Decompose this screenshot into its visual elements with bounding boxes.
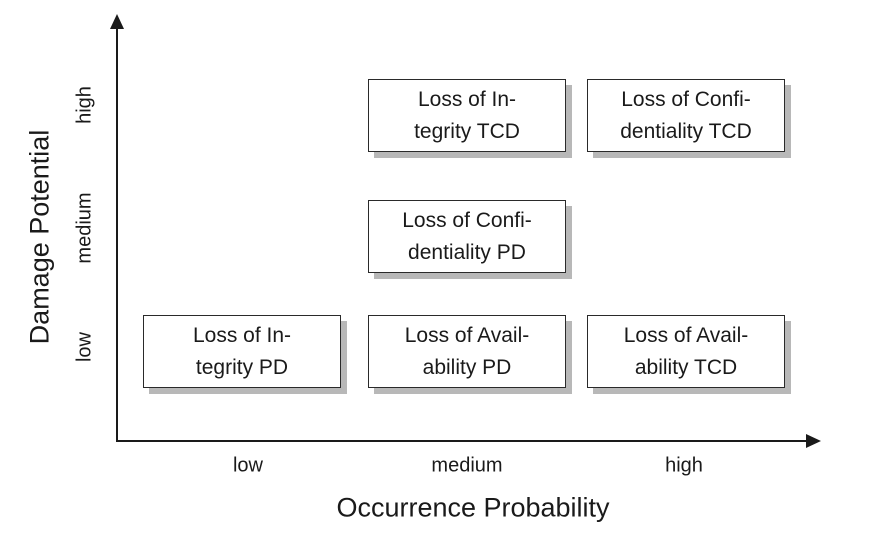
x-axis-arrow-icon xyxy=(806,434,821,448)
x-tick-medium: medium xyxy=(431,454,503,477)
node-label-line: Loss of Confi- xyxy=(402,209,532,232)
node-label-line: tegrity PD xyxy=(195,355,289,379)
node-label-line: Loss of Avail- xyxy=(623,324,749,347)
node-label-line: ability TCD xyxy=(634,355,738,379)
x-axis-title: Occurrence Probability xyxy=(336,492,610,523)
node-label-line: Loss of Avail- xyxy=(404,324,530,347)
node-label-line: tegrity TCD xyxy=(414,119,520,143)
node-loss-of-integrity-pd: Loss of In- tegrity PD xyxy=(143,315,341,388)
x-axis-line xyxy=(116,440,808,442)
y-axis-title: Damage Potential xyxy=(24,129,55,345)
y-tick-medium: medium xyxy=(73,192,96,264)
node-loss-of-availability-pd: Loss of Avail- ability PD xyxy=(368,315,566,388)
node-label-line: ability PD xyxy=(422,355,512,379)
y-axis-arrow-icon xyxy=(110,14,124,29)
y-tick-low: low xyxy=(73,331,96,363)
node-label-line: Loss of In- xyxy=(417,88,517,111)
x-tick-high: high xyxy=(665,454,703,477)
node-loss-of-availability-tcd: Loss of Avail- ability TCD xyxy=(587,315,785,388)
node-loss-of-confidentiality-pd: Loss of Confi- dentiality PD xyxy=(368,200,566,273)
node-label-line: Loss of In- xyxy=(192,324,292,347)
y-tick-high: high xyxy=(73,86,96,124)
node-label-line: dentiality TCD xyxy=(620,119,752,143)
node-loss-of-integrity-tcd: Loss of In- tegrity TCD xyxy=(368,79,566,152)
y-axis-line xyxy=(116,26,118,442)
node-label-line: dentiality PD xyxy=(408,240,526,264)
node-loss-of-confidentiality-tcd: Loss of Confi- dentiality TCD xyxy=(587,79,785,152)
node-label-line: Loss of Confi- xyxy=(621,88,751,111)
x-tick-low: low xyxy=(232,454,264,477)
